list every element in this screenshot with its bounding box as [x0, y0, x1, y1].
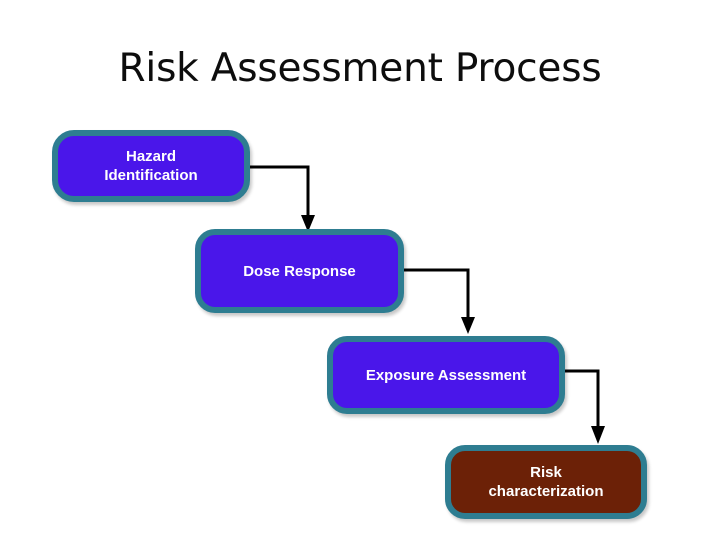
- node-risk-characterization-label: Risk characterization: [480, 463, 611, 501]
- node-risk-characterization-line2: characterization: [488, 483, 604, 500]
- node-risk-characterization-line1: Risk: [530, 464, 562, 481]
- page-title: Risk Assessment Process: [118, 46, 602, 91]
- node-hazard-identification-label: Hazard Identification: [96, 147, 205, 185]
- node-dose-response-label: Dose Response: [243, 262, 356, 280]
- connector-dose-to-exposure: [404, 263, 484, 343]
- connector-hazard-to-dose: [249, 160, 319, 240]
- node-hazard-identification-line1: Hazard: [125, 148, 177, 165]
- node-hazard-identification-line2: Identification: [104, 167, 198, 184]
- node-risk-characterization[interactable]: Risk characterization: [445, 445, 647, 519]
- node-dose-response[interactable]: Dose Response: [195, 229, 404, 313]
- connector-exposure-to-risk: [565, 364, 645, 452]
- node-hazard-identification[interactable]: Hazard Identification: [52, 130, 250, 202]
- node-exposure-assessment-label: Exposure Assessment: [365, 366, 527, 384]
- node-exposure-assessment[interactable]: Exposure Assessment: [327, 336, 565, 414]
